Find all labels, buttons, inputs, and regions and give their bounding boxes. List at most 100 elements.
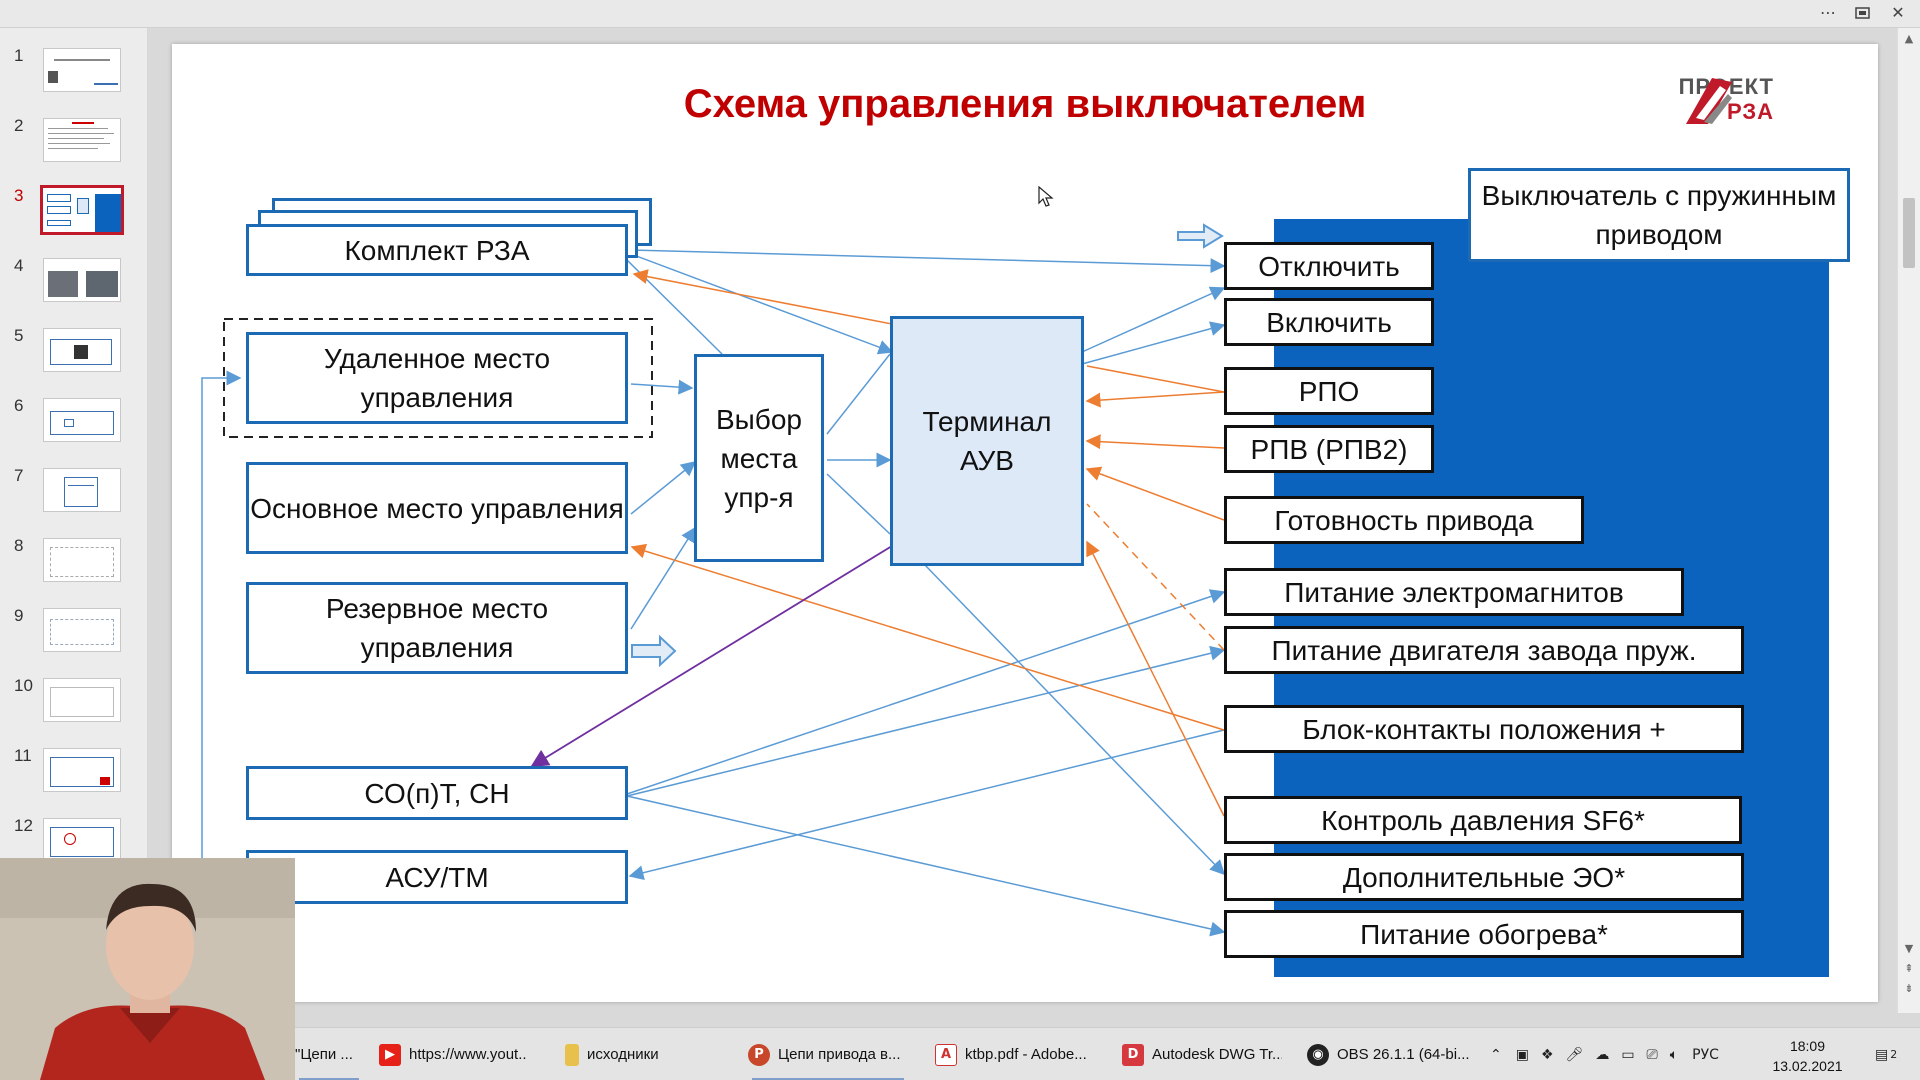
slide-thumbnail-5[interactable]: 5 — [0, 326, 148, 386]
slide-number: 11 — [14, 746, 32, 765]
taskbar-item-autodesk[interactable]: D Autodesk DWG Tr... — [1122, 1028, 1282, 1080]
signal-off-box[interactable]: Отключить — [1224, 242, 1434, 290]
slide-thumbnail-image — [43, 398, 121, 442]
remote-control-box[interactable]: Удаленное место управления — [246, 332, 628, 424]
notifications-button[interactable]: ▤ 2 — [1875, 1028, 1897, 1080]
slide-thumbnail-2[interactable]: 2 — [0, 116, 148, 176]
presenter-video — [0, 858, 295, 1080]
restore-icon[interactable] — [1848, 2, 1878, 24]
slide-number: 9 — [14, 606, 24, 625]
clock[interactable]: 18:09 13.02.2021 — [1765, 1036, 1850, 1076]
taskbar-item-folder[interactable]: исходники — [565, 1028, 685, 1080]
slide-number: 2 — [14, 116, 24, 135]
windows-taskbar: "Цепи ... ▶ https://www.yout... исходник… — [295, 1027, 1920, 1080]
asu-tm-box[interactable]: АСУ/ТМ — [246, 850, 628, 904]
remote-control-group-outline — [223, 318, 653, 438]
slide-number: 6 — [14, 396, 24, 415]
drive-ready-box[interactable]: Готовность привода — [1224, 496, 1584, 544]
taskbar-item-youtube[interactable]: ▶ https://www.yout... — [379, 1028, 527, 1080]
webcam-overlay — [0, 858, 295, 1080]
active-indicator — [299, 1078, 359, 1080]
show-hidden-icons-icon[interactable]: ⌃ — [1490, 1046, 1502, 1063]
slide-thumbnail-image — [43, 748, 121, 792]
slide-thumbnail-image — [43, 328, 121, 372]
scrollbar-thumb[interactable] — [1903, 198, 1915, 268]
motor-power-box[interactable]: Питание двигателя завода пруж. — [1224, 626, 1744, 674]
clock-time: 18:09 — [1789, 1038, 1826, 1054]
autodesk-icon: D — [1122, 1043, 1144, 1066]
rza-kit-box[interactable]: Комплект РЗА — [246, 224, 628, 276]
taskbar-item-powerpoint-2[interactable]: P Цепи привода в... — [748, 1028, 908, 1080]
taskbar-item-obs[interactable]: ◉ OBS 26.1.1 (64-bi... — [1307, 1028, 1487, 1080]
slide-thumbnail-image — [40, 185, 124, 235]
slide-thumbnail-1[interactable]: 1 — [0, 46, 148, 106]
close-icon[interactable]: ✕ — [1891, 3, 1905, 22]
slide-thumbnail-8[interactable]: 8 — [0, 536, 148, 596]
more-options-icon[interactable]: ⋯ — [1820, 3, 1836, 22]
scroll-down-icon[interactable]: ▼ — [1904, 942, 1914, 955]
dc-power-box[interactable]: СО(п)Т, СН — [246, 766, 628, 820]
dropbox-icon[interactable]: ❖ — [1540, 1046, 1554, 1063]
clock-date: 13.02.2021 — [1772, 1058, 1843, 1074]
taskbar-label: ktbp.pdf - Adobe... — [965, 1046, 1087, 1063]
pdf-icon: A — [935, 1043, 957, 1066]
terminal-auv-box[interactable]: Терминал АУВ — [890, 316, 1084, 566]
hollow-arrow-breaker — [1177, 223, 1224, 249]
cloud-icon[interactable]: ☁ — [1595, 1046, 1610, 1063]
obs-icon: ◉ — [1307, 1043, 1329, 1066]
taskbar-label: https://www.yout... — [409, 1046, 527, 1063]
slide-thumbnail-9[interactable]: 9 — [0, 606, 148, 666]
slide-thumbnail-6[interactable]: 6 — [0, 396, 148, 456]
microphone-icon[interactable]: 🎤︎ — [1565, 1046, 1584, 1063]
slide-thumbnail-image — [43, 538, 121, 582]
slide-number: 7 — [14, 466, 24, 485]
scroll-up-icon[interactable]: ▲ — [1904, 32, 1914, 45]
heating-power-box[interactable]: Питание обогрева* — [1224, 910, 1744, 958]
slide-number: 4 — [14, 256, 24, 275]
network-icon[interactable]: ⎚ — [1646, 1046, 1658, 1063]
signal-rpo-box[interactable]: РПО — [1224, 367, 1434, 415]
extra-eo-box[interactable]: Дополнительные ЭО* — [1224, 853, 1744, 901]
active-indicator — [752, 1078, 904, 1080]
selector-box[interactable]: Выбор места упр-я — [694, 354, 824, 562]
device-icon[interactable]: ▣ — [1515, 1046, 1529, 1063]
next-slide-icon[interactable]: ⇟ — [1904, 982, 1914, 995]
slide-thumbnail-7[interactable]: 7 — [0, 466, 148, 526]
position-contacts-box[interactable]: Блок-контакты положения + — [1224, 705, 1744, 753]
vertical-scrollbar[interactable]: ▲ ▼ ⇞ ⇟ — [1897, 28, 1920, 1013]
battery-icon[interactable]: ▭ — [1621, 1046, 1635, 1063]
breaker-title-box: Выключатель с пружинным приводом — [1468, 168, 1850, 262]
logo-mark-icon — [1686, 78, 1732, 124]
signal-on-box[interactable]: Включить — [1224, 298, 1434, 346]
connection-lines — [201, 223, 1226, 937]
sf6-pressure-box[interactable]: Контроль давления SF6* — [1224, 796, 1742, 844]
taskbar-label: исходники — [587, 1046, 659, 1063]
slide-title: Схема управления выключателем — [683, 82, 1367, 126]
taskbar-label: "Цепи ... — [295, 1046, 353, 1063]
volume-icon[interactable]: 🔈︎ — [1669, 1046, 1679, 1063]
notifications-icon: ▤ — [1875, 1046, 1889, 1063]
slide-number: 5 — [14, 326, 24, 345]
slide-number: 1 — [14, 46, 24, 65]
slide-thumbnail-image — [43, 818, 121, 862]
language-indicator[interactable]: РУС — [1692, 1046, 1719, 1063]
em-power-box[interactable]: Питание электромагнитов — [1224, 568, 1684, 616]
slide-thumbnail-image — [43, 608, 121, 652]
main-control-box[interactable]: Основное место управления — [246, 462, 628, 554]
slide-thumbnail-4[interactable]: 4 — [0, 256, 148, 316]
slide-thumbnail-image — [43, 258, 121, 302]
reserve-control-box[interactable]: Резервное место управления — [246, 582, 628, 674]
slide-number: 12 — [14, 816, 33, 835]
taskbar-label: OBS 26.1.1 (64-bi... — [1337, 1046, 1470, 1063]
notifications-count: 2 — [1890, 1048, 1898, 1061]
slide-thumbnail-11[interactable]: 11 — [0, 746, 148, 806]
slide-thumbnail-image — [43, 678, 121, 722]
mouse-cursor-icon — [1038, 186, 1054, 207]
taskbar-item-pdf[interactable]: A ktbp.pdf - Adobe... — [935, 1028, 1095, 1080]
signal-rpv-box[interactable]: РПВ (РПВ2) — [1224, 425, 1434, 473]
slide-thumbnail-3[interactable]: 3 — [0, 185, 148, 246]
slide-thumbnail-image — [43, 468, 121, 512]
previous-slide-icon[interactable]: ⇞ — [1904, 962, 1914, 975]
slide-thumbnail-10[interactable]: 10 — [0, 676, 148, 736]
taskbar-item-powerpoint-1[interactable]: "Цепи ... — [295, 1028, 363, 1080]
